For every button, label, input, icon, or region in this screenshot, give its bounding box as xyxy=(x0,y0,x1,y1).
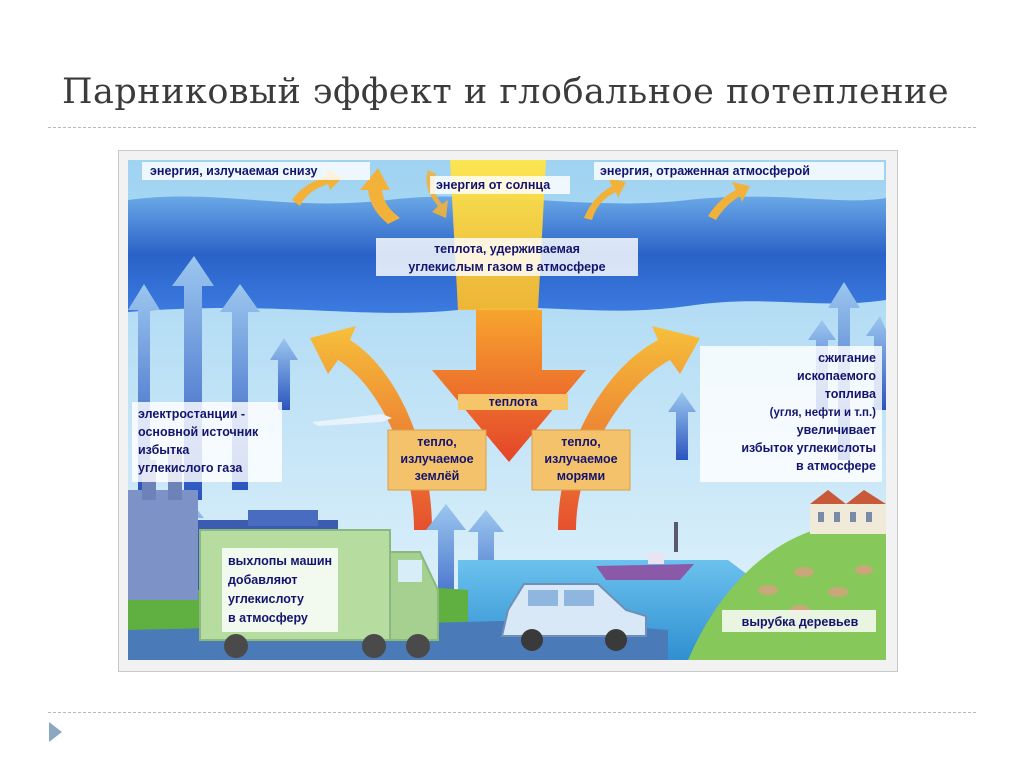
label-energy-reflected: энергия, отраженная атмосферой xyxy=(600,164,810,178)
label-sea-heat-3: морями xyxy=(557,469,605,483)
label-earth-heat-2: излучаемое xyxy=(400,452,473,466)
label-fuel-4: (угля, нефти и т.п.) xyxy=(770,407,877,419)
label-exhaust-3: углекислоту xyxy=(228,592,304,606)
slide-title: Парниковый эффект и глобальное потеплени… xyxy=(62,72,950,112)
label-heat-retained-2: углекислым газом в атмосфере xyxy=(408,260,605,274)
label-heat: теплота xyxy=(489,395,539,409)
sea-heat-arrow xyxy=(558,326,700,530)
heat-arrow xyxy=(432,310,586,462)
next-slide-arrow-icon[interactable] xyxy=(49,722,62,742)
label-sea-heat-1: тепло, xyxy=(561,435,601,449)
airplane xyxy=(312,414,392,426)
label-exhaust-4: в атмосферу xyxy=(228,611,308,625)
ship xyxy=(596,522,694,580)
label-power-4: углекислого газа xyxy=(138,461,243,475)
label-fuel-3: топлива xyxy=(825,387,877,401)
footer-divider xyxy=(48,712,976,713)
right-factory xyxy=(810,490,886,534)
label-energy-from-sun: энергия от солнца xyxy=(436,178,551,192)
label-fuel-2: ископаемого xyxy=(797,369,876,383)
label-fuel-5: увеличивает xyxy=(797,423,876,437)
earth-heat-arrow xyxy=(310,326,432,530)
label-exhaust-2: добавляют xyxy=(228,573,297,587)
label-power-1: электростанции - xyxy=(138,407,245,421)
label-power-2: основной источник xyxy=(138,425,259,439)
label-earth-heat-3: землёй xyxy=(415,469,460,483)
car xyxy=(500,583,647,651)
label-exhaust-1: выхлопы машин xyxy=(228,554,332,568)
label-sea-heat-2: излучаемое xyxy=(544,452,617,466)
label-energy-from-below: энергия, излучаемая снизу xyxy=(150,164,318,178)
label-fuel-6: избыток углекислоты xyxy=(741,441,876,455)
label-heat-retained-1: теплота, удерживаемая xyxy=(434,242,580,256)
label-deforestation: вырубка деревьев xyxy=(742,615,859,629)
label-earth-heat-1: тепло, xyxy=(417,435,457,449)
greenhouse-diagram: энергия, излучаемая снизу энергия от сол… xyxy=(128,160,886,660)
title-divider xyxy=(48,127,976,128)
label-fuel-7: в атмосфере xyxy=(796,459,876,473)
label-fuel-1: сжигание xyxy=(818,351,876,365)
label-power-3: избытка xyxy=(138,443,190,457)
